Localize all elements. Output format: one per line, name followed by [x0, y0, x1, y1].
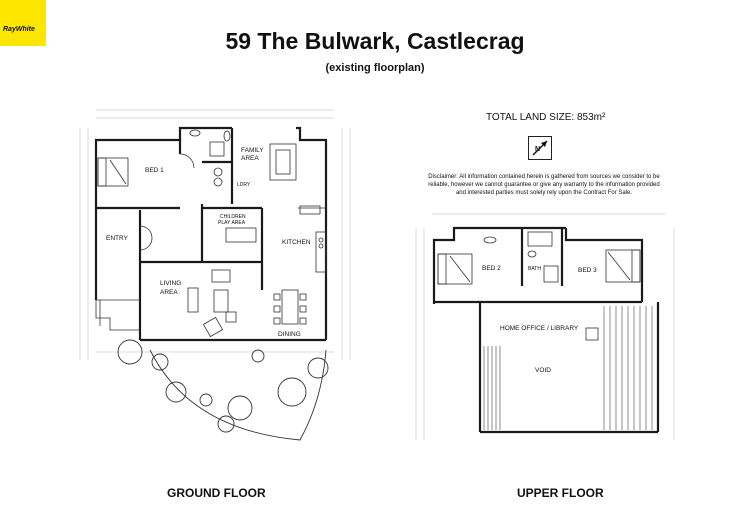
room-children-l2: PLAY AREA	[218, 220, 246, 226]
room-bed2: BED 2	[482, 265, 501, 272]
room-family-l1: FAMILY	[241, 147, 264, 154]
room-living-l1: LIVING	[160, 280, 181, 287]
logo-text: RayWhite	[3, 26, 35, 33]
land-size: TOTAL LAND SIZE: 853m²	[486, 112, 606, 123]
room-family-l2: AREA	[241, 155, 259, 162]
living-furniture	[187, 269, 237, 338]
bed2-furniture	[437, 253, 473, 285]
room-entry: ENTRY	[106, 235, 129, 242]
ground-floor-label: GROUND FLOOR	[167, 486, 266, 500]
svg-text:N: N	[535, 146, 540, 153]
room-office: HOME OFFICE / LIBRARY	[500, 325, 579, 332]
upper-dimension-lines	[415, 213, 675, 440]
north-arrow-icon: N	[528, 136, 552, 160]
room-dining: DINING	[278, 331, 301, 338]
ground-floor-walls	[94, 126, 328, 342]
raywhite-logo: RayWhite	[0, 0, 46, 46]
upper-floor-walls	[432, 226, 660, 434]
ground-doors	[139, 153, 195, 251]
room-ldry: LDRY	[237, 182, 251, 188]
room-bed3: BED 3	[578, 267, 597, 274]
bed1-furniture	[97, 157, 129, 187]
page-title: 59 The Bulwark, Castlecrag	[225, 28, 525, 54]
page-subtitle: (existing floorplan)	[325, 62, 425, 74]
room-children-l1: CHILDREN	[220, 214, 246, 220]
ground-dimension-lines	[79, 109, 351, 360]
room-void: VOID	[535, 367, 551, 374]
ground-bathroom-fixtures	[189, 129, 231, 187]
room-bath: BATH	[528, 266, 541, 272]
bed3-furniture	[605, 249, 641, 283]
room-living-l2: AREA	[160, 289, 178, 296]
disclaimer: Disclaimer: All information contained he…	[428, 174, 660, 196]
family-furniture	[269, 143, 297, 181]
ground-landscape	[117, 339, 329, 441]
upper-floor-label: UPPER FLOOR	[517, 486, 604, 500]
upper-bath-fixtures	[483, 231, 559, 283]
room-bed1: BED 1	[145, 167, 164, 174]
dining-furniture	[273, 289, 307, 325]
upper-decking-hatch	[483, 306, 653, 430]
kitchen-fixtures	[225, 205, 327, 273]
room-kitchen: KITCHEN	[282, 239, 311, 246]
